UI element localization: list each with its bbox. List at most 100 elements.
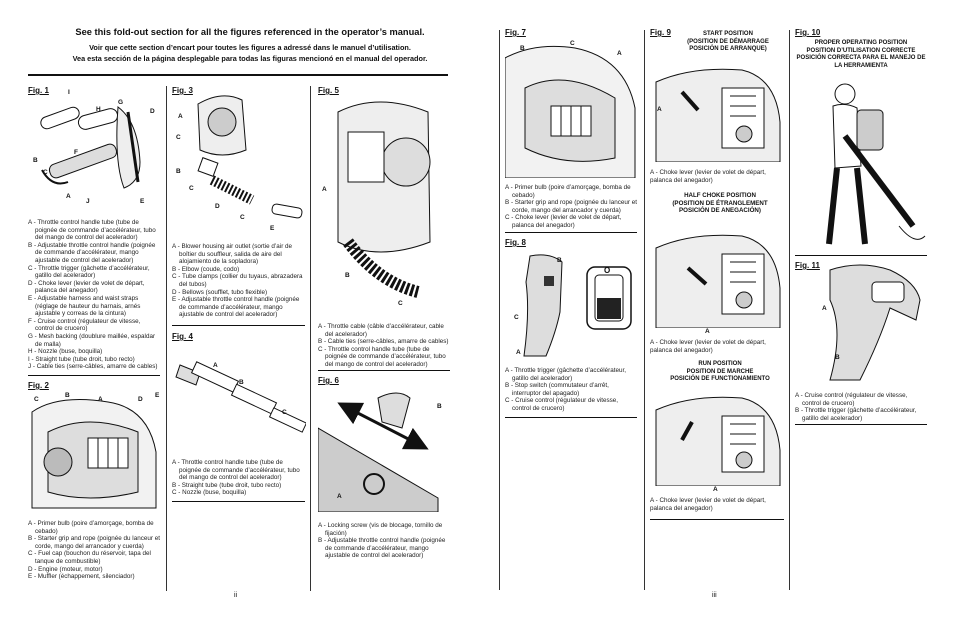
header-rule: [28, 74, 448, 76]
fig5-label: C: [398, 300, 403, 307]
fig7-label: C: [570, 40, 575, 47]
fig8-title: Fig. 8: [505, 238, 526, 247]
fig6-caption: A - Locking screw (vis de blocage, torni…: [318, 522, 450, 560]
caption-item: A - Blower housing air outlet (sortie d’…: [172, 243, 293, 266]
caption-item: E - Adjustable throttle control handle (…: [172, 296, 300, 319]
fig-divider: [172, 501, 305, 502]
fig2-label: D: [138, 396, 143, 403]
caption-item: A - Primer bulb (poire d’amorçage, bomba…: [28, 520, 154, 535]
stop-switch-icon: [586, 266, 632, 330]
fig1-label: D: [150, 108, 155, 115]
fig3-title: Fig. 3: [172, 86, 193, 95]
switch-on-symbol: I: [606, 282, 609, 291]
caption-item: A - Locking screw (vis de blocage, torni…: [318, 522, 443, 537]
fig8-illustration: [523, 254, 563, 357]
caption-item: C - Fuel cap (bouchon du réservoir, tapa…: [28, 550, 151, 565]
column-divider: [499, 30, 500, 590]
fig11-caption: A - Cruise control (régulateur de vitess…: [795, 392, 927, 422]
fig-divider: [795, 255, 927, 256]
caption-item: B - Adjustable throttle control handle (…: [28, 241, 156, 264]
caption-item: A - Throttle cable (câble d’accélérateur…: [318, 323, 444, 338]
fig1-label: C: [43, 169, 48, 176]
half-choke-caption: A - Choke lever (levier de volet de dépa…: [650, 339, 766, 354]
run-position-illustration: [655, 396, 781, 486]
fig7-label: A: [617, 50, 622, 57]
caption-item: C - Throttle control handle tube (tube d…: [318, 345, 446, 368]
fig2-label: B: [65, 392, 70, 399]
fig8-label: C: [514, 314, 519, 321]
fig1-label: A: [66, 193, 71, 200]
caption-item: A - Throttle control handle tube (tube d…: [172, 459, 300, 482]
fig3-label: D: [215, 203, 220, 210]
fig8-label: A: [516, 349, 521, 356]
caption-item: C - Nozzle (buse, boquilla): [172, 489, 247, 497]
caption-item: E - Muffler (échappement, silenciador): [28, 573, 135, 581]
caption-item: B - Adjustable throttle control handle (…: [318, 537, 446, 560]
fig4-caption: A - Throttle control handle tube (tube d…: [172, 459, 305, 497]
column-divider: [166, 86, 167, 591]
fig10-subtitle: PROPER OPERATING POSITION POSITION D’UTI…: [796, 40, 926, 69]
header-french: Voir que cette section d’encart pour tou…: [89, 43, 411, 52]
start-position-caption: A - Choke lever (levier de volet de dépa…: [650, 169, 766, 184]
fig5-label: A: [322, 186, 327, 193]
caption-item: B - Starter grip and rope (poignée du la…: [28, 535, 160, 550]
fig3-label: C: [240, 214, 245, 221]
fig4-label: A: [213, 362, 218, 369]
fig3-label: B: [176, 168, 181, 175]
fig2-title: Fig. 2: [28, 381, 49, 390]
caption-item: F - Cruise control (régulateur de vitess…: [28, 317, 141, 333]
fig1-label: B: [33, 157, 38, 164]
fig5-illustration: [337, 101, 431, 298]
fig-divider: [318, 370, 450, 371]
caption-item: J - Cable ties (serre-câbles, amarre de …: [28, 363, 158, 371]
caption-item: C - Choke lever (levier de volet de dépa…: [505, 214, 622, 229]
fig-divider: [505, 417, 637, 418]
fig-divider: [795, 424, 927, 425]
caption-item: H - Nozzle (buse, boquilla): [28, 348, 103, 356]
fig1-title: Fig. 1: [28, 86, 49, 95]
caption-item: A - Primer bulb (poire d’amorçage, bomba…: [505, 184, 631, 199]
start-position-illustration: [655, 68, 781, 162]
fig9-label: A: [713, 486, 718, 493]
fig5-label: B: [345, 272, 350, 279]
fig6-title: Fig. 6: [318, 376, 339, 385]
caption-item: A - Cruise control (régulateur de vitess…: [795, 392, 908, 407]
fig1-caption: A - Throttle control handle tube (tube d…: [28, 219, 160, 371]
fig6-illustration: [318, 392, 439, 512]
fig11-title: Fig. 11: [795, 261, 820, 270]
half-choke-title: HALF CHOKE POSITION (POSITION DE ÉTRANGL…: [672, 192, 768, 214]
header-spanish: Vea esta sección de la página desplegabl…: [72, 54, 428, 63]
fig1-illustration: [40, 106, 141, 189]
caption-item: B - Straight tube (tube droit, tubo rect…: [172, 481, 282, 489]
fig10-title: Fig. 10: [795, 28, 821, 37]
fig1-label: G: [118, 99, 124, 106]
fig7-illustration: [505, 45, 636, 178]
caption-item: A - Throttle control handle tube (tube d…: [28, 219, 156, 242]
fig3-illustration: [197, 95, 303, 219]
page-number-left: ii: [234, 592, 238, 599]
fig11-label: B: [835, 354, 840, 361]
caption-item: C - Throttle trigger (gâchette d’accélér…: [28, 264, 150, 280]
caption-item: B - Throttle trigger (gâchette d’accélér…: [795, 407, 917, 422]
switch-off-symbol: O: [604, 266, 611, 275]
run-position-caption: A - Choke lever (levier de volet de dépa…: [650, 497, 766, 512]
fig5-title: Fig. 5: [318, 86, 339, 95]
caption-item: G - Mesh backing (doublure maillée, espa…: [28, 332, 156, 348]
fig7-caption: A - Primer bulb (poire d’amorçage, bomba…: [505, 184, 637, 230]
half-choke-illustration: [655, 234, 781, 328]
fig4-illustration: [175, 361, 306, 433]
fig7-label: B: [520, 45, 525, 52]
fig2-caption: A - Primer bulb (poire d’amorçage, bomba…: [28, 520, 160, 581]
fig11-illustration: [829, 264, 921, 381]
column-divider: [310, 86, 311, 591]
header-title: See this fold-out section for all the fi…: [75, 27, 425, 37]
caption-item: D - Bellows (soufflet, tubo flexible): [172, 288, 268, 296]
column-divider: [789, 30, 790, 590]
fig1-label: H: [96, 106, 101, 113]
fig4-title: Fig. 4: [172, 332, 193, 341]
fig1-label: F: [74, 149, 78, 156]
fig2-illustration: [31, 399, 157, 509]
caption-item: D - Choke lever (levier de volet de dépa…: [28, 279, 145, 295]
fig1-label: E: [140, 198, 145, 205]
fig4-label: B: [239, 379, 244, 386]
